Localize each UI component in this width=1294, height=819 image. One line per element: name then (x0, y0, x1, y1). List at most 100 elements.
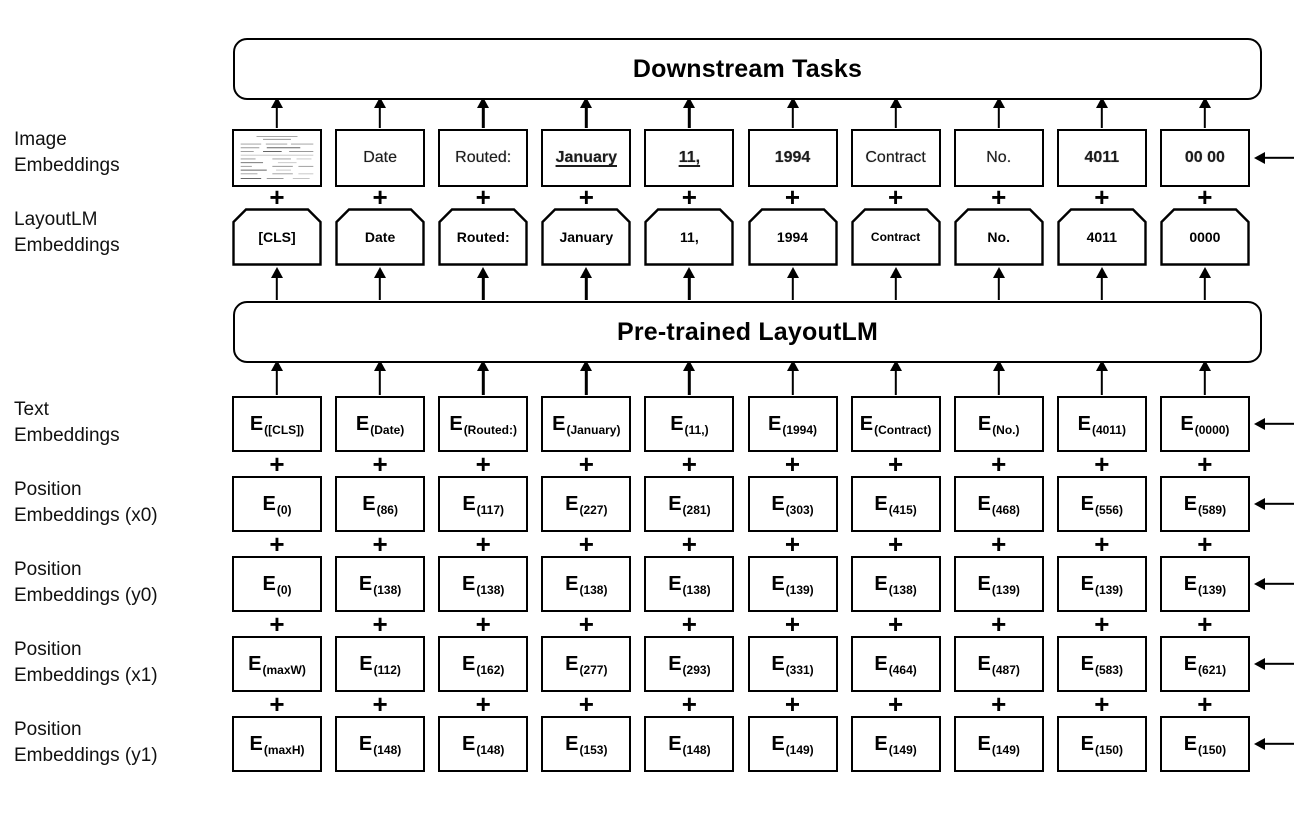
plus-icon: + (1197, 689, 1213, 719)
text-embedding-cell: E(1994) (747, 396, 838, 452)
layoutlm-embedding-text: Date (364, 229, 396, 245)
embedding-symbol: E (767, 412, 782, 435)
x0-embedding-cell: E(589) (1159, 476, 1250, 532)
embedding-subscript: (maxH) (263, 743, 305, 757)
text-embedding-cell: E([CLS]) (232, 396, 322, 452)
image-embedding-cell: 4011 (1056, 129, 1147, 187)
embedding-subscript: (112) (373, 663, 401, 677)
up-arrow-icon (372, 97, 388, 128)
layoutlm-embedding-cell: 4011 (1057, 208, 1147, 266)
embedding-symbol: E (668, 492, 682, 515)
plus-icon: + (784, 689, 801, 719)
embedding-subscript: (153) (579, 743, 608, 757)
embedding-symbol: E (462, 732, 476, 755)
embedding-subscript: ([CLS]) (264, 423, 305, 437)
plus-icon: + (1094, 182, 1110, 212)
x0-embedding-cell: E(303) (747, 476, 838, 532)
embedding-symbol: E (874, 652, 888, 675)
x0-embedding-cell: E(556) (1056, 476, 1147, 532)
plus-icon: + (1197, 609, 1213, 639)
plus-icon: + (888, 182, 904, 212)
layoutlm-embedding-text: Routed: (456, 229, 510, 245)
plus-icon: + (372, 529, 388, 559)
embedding-subscript: (487) (991, 663, 1020, 677)
row-label-position-embeddings-y0: Position Embeddings (y0) (14, 559, 158, 606)
plus-icon: + (991, 689, 1007, 719)
x1-embedding-cell: E(277) (541, 636, 632, 692)
layoutlm-embedding-cell: 1994 (747, 208, 838, 266)
x1-embedding-cell: E(maxW) (232, 636, 322, 692)
embedding-symbol: E (565, 652, 579, 675)
up-arrow-icon (1197, 360, 1213, 395)
layoutlm-embedding-text: 0000 (1189, 229, 1221, 245)
downstream-tasks-box: Downstream Tasks (233, 38, 1262, 100)
x1-embedding-cell: E(162) (438, 636, 529, 692)
plus-icon: + (991, 449, 1007, 479)
plus-icon: + (1094, 449, 1110, 479)
embedding-symbol: E (670, 412, 684, 435)
plus-icon: + (991, 529, 1007, 559)
y0-embedding-cell: E(138) (335, 556, 426, 612)
layoutlm-embedding-cell: Date (335, 208, 425, 266)
plus-icon: + (1197, 449, 1213, 479)
embedding-subscript: (11,) (684, 423, 709, 437)
embedding-symbol: E (358, 732, 373, 755)
embedding-symbol: E (1183, 732, 1198, 755)
embedding-subscript: (583) (1094, 663, 1123, 677)
image-embedding-text: 11, (678, 149, 701, 166)
embedding-symbol: E (565, 492, 579, 515)
up-arrow-icon (785, 360, 801, 395)
up-arrow-icon (681, 360, 697, 395)
plus-icon: + (372, 449, 388, 479)
y1-embedding-cell: E(148) (644, 716, 735, 772)
embedding-symbol: E (462, 652, 476, 675)
x0-embedding-cell: E(0) (232, 476, 322, 532)
y0-embedding-cell: E(139) (953, 556, 1044, 612)
embedding-subscript: (148) (373, 743, 402, 757)
layoutlm-embedding-cell: [CLS] (232, 208, 322, 266)
plus-icon: + (578, 689, 594, 719)
up-arrow-icon (372, 360, 388, 395)
up-arrow-icon (991, 97, 1007, 128)
plus-icon: + (681, 182, 697, 212)
embedding-subscript: (138) (888, 583, 917, 597)
up-arrow-icon (888, 267, 904, 300)
embedding-symbol: E (355, 412, 370, 435)
embedding-symbol: E (1080, 492, 1094, 515)
plus-icon: + (475, 689, 491, 719)
layoutlm-embedding-cell: Routed: (438, 208, 528, 266)
text-embedding-cell: E(Routed:) (438, 396, 529, 452)
plus-icon: + (269, 529, 285, 559)
plus-icon: + (475, 529, 491, 559)
embedding-subscript: (281) (682, 503, 711, 517)
embedding-symbol: E (977, 492, 991, 515)
plus-icon: + (784, 449, 801, 479)
up-arrow-icon (1094, 97, 1110, 128)
plus-icon: + (269, 182, 285, 212)
plus-icon: + (578, 529, 594, 559)
embedding-symbol: E (359, 652, 373, 675)
image-embedding-cell: Contract (850, 129, 941, 187)
y1-embedding-cell: E(149) (850, 716, 941, 772)
x0-embedding-cell: E(281) (644, 476, 735, 532)
embedding-symbol: E (565, 572, 579, 595)
x1-embedding-cell: E(112) (335, 636, 426, 692)
up-arrow-icon (475, 97, 491, 128)
plus-icon: + (1197, 182, 1213, 212)
embedding-subscript: (148) (476, 743, 505, 757)
embedding-symbol: E (262, 572, 276, 595)
embedding-subscript: (138) (373, 583, 402, 597)
embedding-symbol: E (552, 412, 566, 435)
embedding-symbol: E (249, 732, 263, 755)
up-arrow-icon (269, 267, 285, 300)
layoutlm-embedding-cell: No. (953, 208, 1044, 266)
embedding-subscript: (139) (785, 583, 814, 597)
embedding-symbol: E (462, 572, 476, 595)
plus-icon: + (888, 609, 904, 639)
embedding-symbol: E (1180, 412, 1194, 435)
embedding-subscript: (139) (991, 583, 1020, 597)
row-label-position-embeddings-y1: Position Embeddings (y1) (14, 719, 158, 766)
embedding-subscript: (415) (888, 503, 917, 517)
layoutlm-embedding-cell: 0000 (1160, 208, 1250, 266)
plus-icon: + (681, 609, 697, 639)
